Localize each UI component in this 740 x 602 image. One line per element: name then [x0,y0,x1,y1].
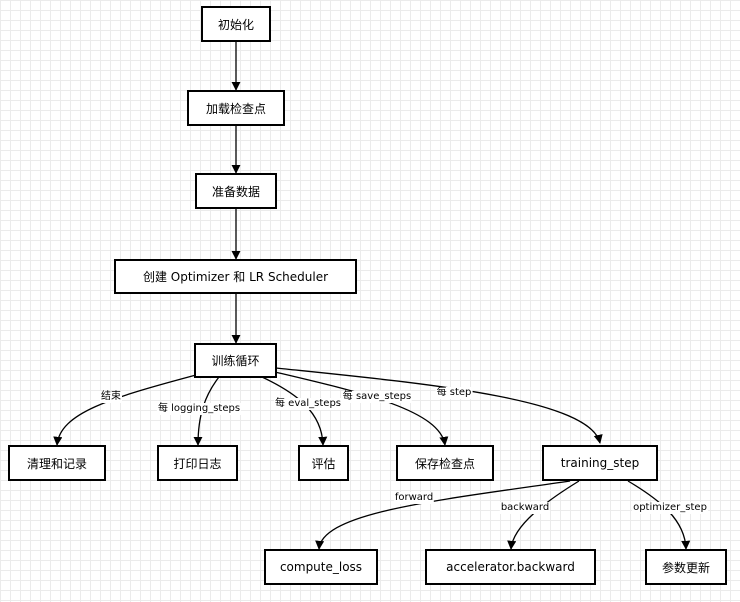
edge-loop-to-eval [261,376,328,446]
node-create-optimizer[interactable]: 创建 Optimizer 和 LR Scheduler [114,259,357,294]
edge-step-to-update [627,480,691,550]
edge-label-every-logging-steps: 每 logging_steps [156,403,242,415]
edge-label-forward: forward [393,492,435,504]
node-init[interactable]: 初始化 [201,6,271,42]
edge-label-every-eval-steps: 每 eval_steps [274,398,342,410]
edge-label-optimizer-step: optimizer_step [632,502,708,514]
node-cleanup[interactable]: 清理和记录 [8,445,106,481]
node-update-params[interactable]: 参数更新 [645,549,727,585]
edge-label-every-save-steps: 每 save_steps [341,391,413,403]
node-evaluate[interactable]: 评估 [298,445,349,481]
edge-loop-to-cleanup [53,374,197,446]
node-load-checkpoint[interactable]: 加载检查点 [187,90,285,126]
node-prepare-data[interactable]: 准备数据 [195,173,277,209]
node-training-step[interactable]: training_step [542,445,658,481]
edge-label-backward: backward [499,502,551,514]
edge-step-to-loss [315,480,571,550]
edge-step-to-backward [507,480,580,550]
node-accelerator-backward[interactable]: accelerator.backward [425,549,596,585]
edge-loop-to-step [275,367,603,444]
edge-label-every-step: 每 step [435,387,473,399]
node-compute-loss[interactable]: compute_loss [264,549,378,585]
node-save-checkpoint[interactable]: 保存检查点 [396,445,494,481]
edge-label-end: 结束 [100,391,122,403]
node-print-log[interactable]: 打印日志 [157,445,238,481]
node-train-loop[interactable]: 训练循环 [194,343,277,378]
